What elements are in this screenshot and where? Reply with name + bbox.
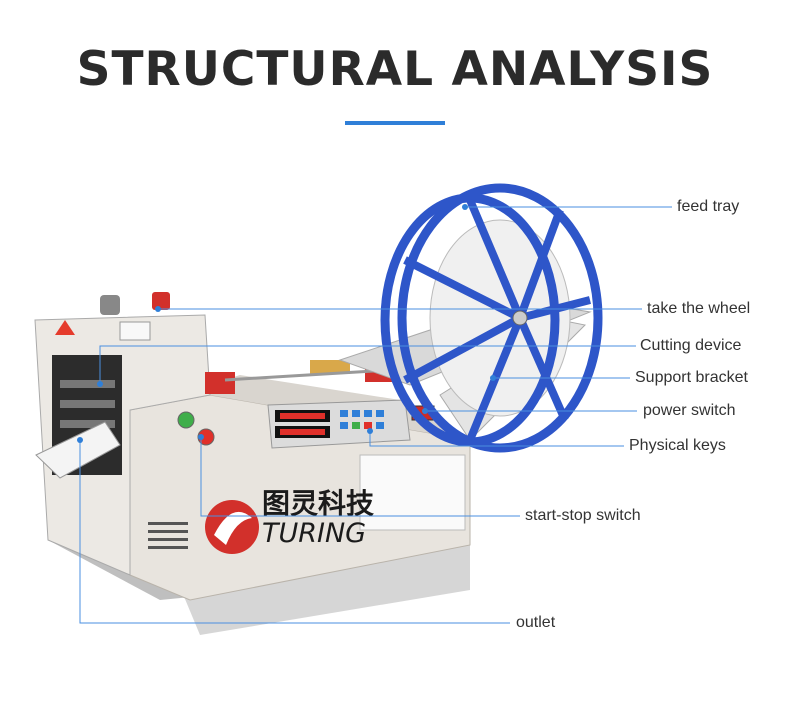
clamp-left — [205, 372, 235, 394]
feed-reel — [380, 183, 603, 453]
title-underline — [345, 121, 445, 125]
label-physical-keys: Physical keys — [629, 437, 726, 454]
label-take-the-wheel: take the wheel — [647, 300, 751, 317]
adjust-knob — [100, 295, 120, 315]
control-panel — [267, 399, 411, 449]
label-outlet: outlet — [516, 614, 556, 631]
start-button — [177, 411, 195, 429]
brand-chinese: 图灵科技 — [262, 487, 374, 520]
label-feed-tray: feed tray — [677, 198, 740, 215]
label-start-stop-switch: start-stop switch — [525, 507, 641, 524]
warning-sign — [55, 320, 75, 335]
outlet-tray — [35, 421, 121, 479]
spec-label — [359, 454, 466, 531]
label-cutting-device: Cutting device — [640, 337, 742, 354]
label-power-switch: power switch — [643, 402, 736, 419]
brand-latin: TURING — [262, 518, 366, 549]
callout-dots — [77, 204, 496, 443]
callout-lines — [79, 206, 672, 624]
page-title: STRUCTURAL ANALYSIS — [76, 42, 714, 97]
label-support-bracket: Support bracket — [635, 369, 748, 386]
